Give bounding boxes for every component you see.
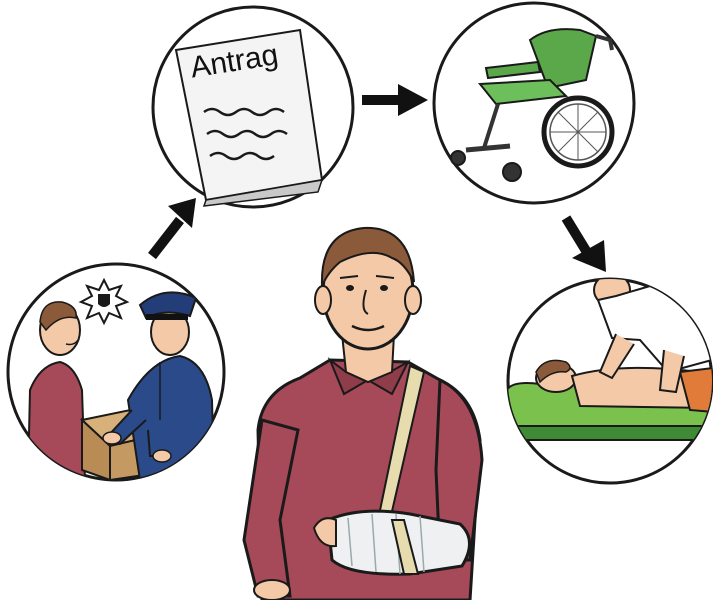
arrow-icon: [362, 84, 428, 116]
arrow-icon: [152, 198, 196, 256]
wheelchair-scene: [434, 3, 634, 203]
injured-man-figure: [244, 228, 482, 600]
police-badge-icon: [81, 280, 127, 323]
police-scene: [8, 264, 224, 480]
physiotherapy-scene: [506, 274, 713, 483]
application-scene: [153, 7, 353, 207]
arrow-icon: [566, 218, 606, 272]
